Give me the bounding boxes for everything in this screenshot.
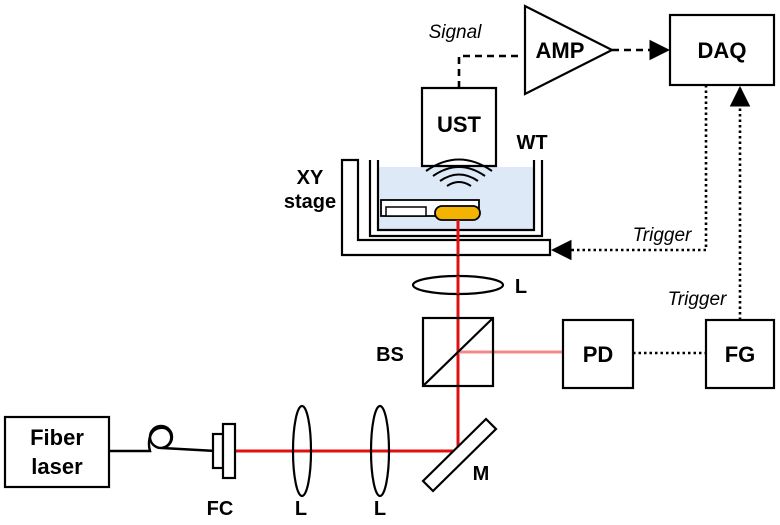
amp-label: AMP	[536, 38, 585, 63]
mirror-label: M	[473, 463, 490, 485]
sample-holder-step	[385, 206, 427, 217]
lens-2	[369, 404, 391, 498]
mirror	[421, 417, 498, 493]
fiber-collimator-flange	[221, 422, 237, 480]
daq-label: DAQ	[698, 38, 747, 63]
fiber-laser-label-2: laser	[31, 454, 83, 479]
fiber-collimator-body	[211, 432, 225, 470]
beam-splitter-diagonal	[422, 317, 494, 387]
xy-stage-label-1: XY	[297, 167, 324, 189]
fg-box	[704, 318, 776, 390]
wt-label: WT	[516, 132, 547, 154]
signal-label: Signal	[429, 22, 483, 43]
signal-line	[457, 54, 523, 88]
lens-2-label: L	[374, 498, 386, 520]
daq-trigger-line	[550, 85, 708, 261]
xy-stage	[340, 158, 552, 257]
fiber-laser-box	[3, 415, 111, 489]
fiber-loop	[148, 424, 174, 450]
lens-1-label: L	[295, 498, 307, 520]
xy-stage-label-2: stage	[284, 191, 336, 213]
fc-label: FC	[207, 498, 234, 520]
water-tank-inner	[376, 160, 536, 232]
fg-label: FG	[725, 342, 756, 367]
fiber-laser-label-1: Fiber	[30, 425, 84, 450]
trigger-fg-label: Trigger	[668, 289, 727, 310]
lens-3-label: L	[515, 276, 527, 298]
sample	[434, 205, 481, 221]
ust-label: UST	[437, 112, 482, 137]
lens-1	[291, 404, 313, 498]
amp-triangle	[523, 4, 615, 96]
ust-body	[420, 86, 498, 168]
water-tank-outer	[368, 160, 544, 238]
pd-label: PD	[583, 342, 614, 367]
trigger-stage-label: Trigger	[633, 225, 692, 246]
acoustic-waves	[425, 158, 493, 187]
bs-label: BS	[376, 344, 404, 366]
daq-box	[668, 13, 776, 87]
beam-splitter	[421, 316, 495, 388]
